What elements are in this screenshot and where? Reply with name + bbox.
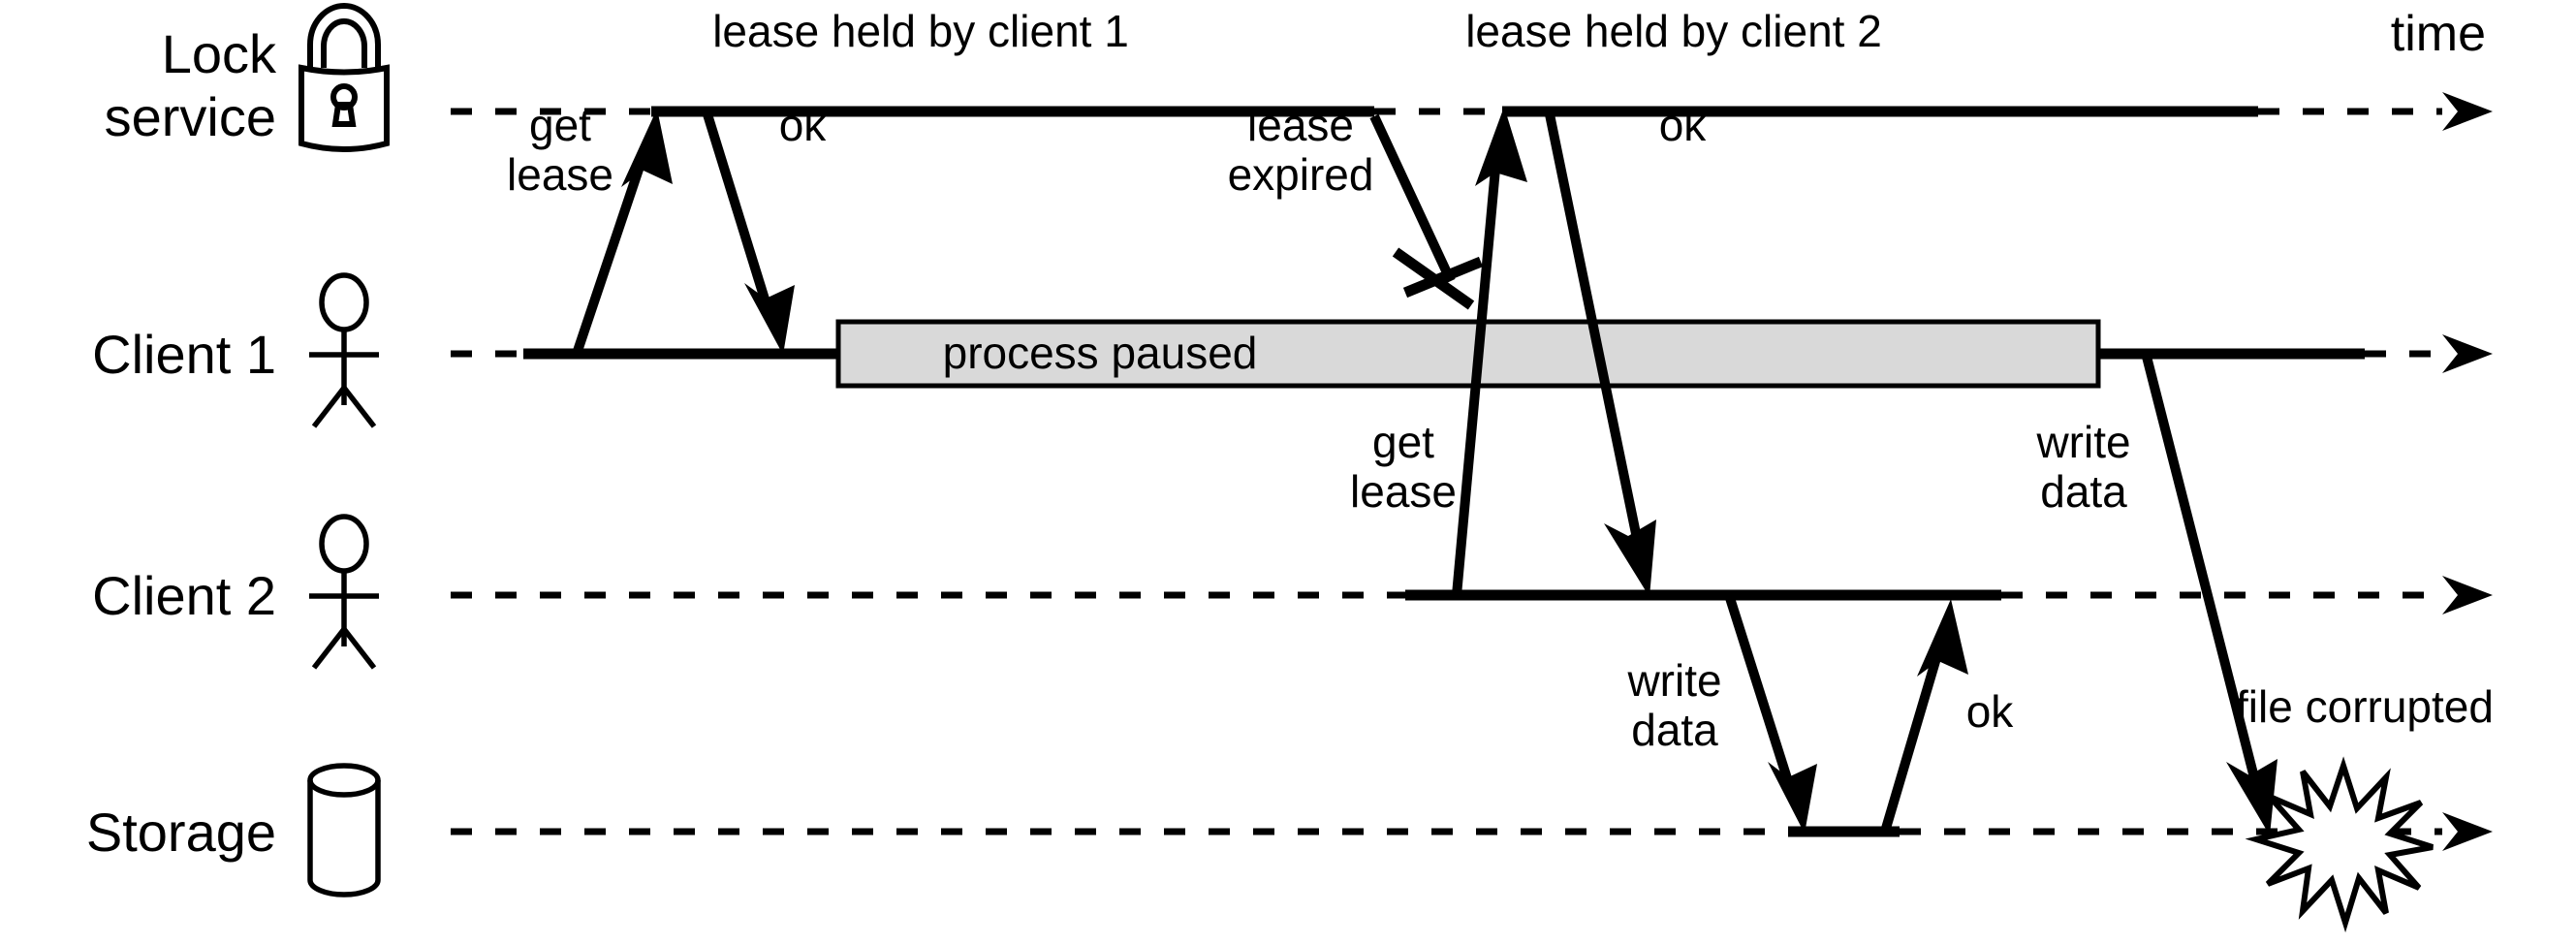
lane-label-lock-service: Lock service	[105, 23, 277, 147]
message-get-lease-1-label-line1: get	[529, 100, 591, 150]
padlock-icon	[298, 3, 390, 152]
message-ok-1-label: ok	[779, 100, 828, 150]
message-write-data-2-label-line1: write	[1626, 655, 1721, 706]
message-write-data-2-label-line2: data	[1631, 705, 1718, 755]
lane-label-client-1: Client 1	[92, 324, 276, 385]
process-paused-box	[835, 319, 2101, 389]
message-ok-3: ok	[1880, 599, 2015, 834]
message-write-data-1-label-line1: write	[2035, 417, 2130, 467]
span-label-lease-held-by-client-2: lease held by client 2	[1465, 6, 1882, 56]
explosion-burst-icon	[2245, 756, 2434, 933]
lane-label-storage-line1: Storage	[86, 802, 276, 863]
lane-label-client-1-line1: Client 1	[92, 324, 276, 385]
message-ok-2-label: ok	[1659, 100, 1708, 150]
lane-label-storage: Storage	[86, 802, 276, 863]
message-lease-expired-label-line1: lease	[1247, 100, 1354, 150]
lane-label-client-2: Client 2	[92, 565, 276, 626]
time-arrow-storage	[2442, 812, 2493, 851]
message-write-data-2: write data	[1626, 596, 1817, 834]
time-axis-label: time	[2391, 6, 2486, 62]
message-write-data-1-label-line2: data	[2040, 466, 2127, 517]
lane-label-client-2-line1: Client 2	[92, 565, 276, 626]
process-paused-label: process paused	[943, 328, 1258, 378]
message-get-lease-1: get lease	[507, 100, 673, 356]
span-label-lease-held-by-client-1: lease held by client 1	[712, 6, 1129, 56]
message-get-lease-2-label-line1: get	[1372, 417, 1434, 467]
message-get-lease-1-label-line2: lease	[507, 149, 613, 200]
message-get-lease-2: get lease	[1350, 107, 1527, 596]
message-ok-2: ok	[1545, 100, 1708, 597]
time-arrow-client-1	[2442, 334, 2493, 373]
message-ok-3-label: ok	[1966, 686, 2015, 737]
time-arrow-lock-service	[2442, 92, 2493, 131]
database-cylinder-icon	[307, 763, 381, 898]
message-lease-expired-label-line2: expired	[1228, 149, 1374, 200]
message-lease-expired: lease expired	[1228, 100, 1484, 310]
time-arrow-client-2	[2442, 576, 2493, 614]
message-write-data-1: write data	[2035, 355, 2278, 835]
file-corrupted-label: file corrupted	[2236, 681, 2494, 732]
message-get-lease-2-label-line2: lease	[1350, 466, 1457, 517]
stick-figure-icon-client-2	[309, 514, 379, 670]
lane-label-lock-service-line1: Lock	[162, 23, 277, 84]
lane-label-lock-service-line2: service	[105, 86, 276, 147]
stick-figure-icon-client-1	[309, 272, 379, 428]
message-ok-1: ok	[703, 100, 828, 355]
